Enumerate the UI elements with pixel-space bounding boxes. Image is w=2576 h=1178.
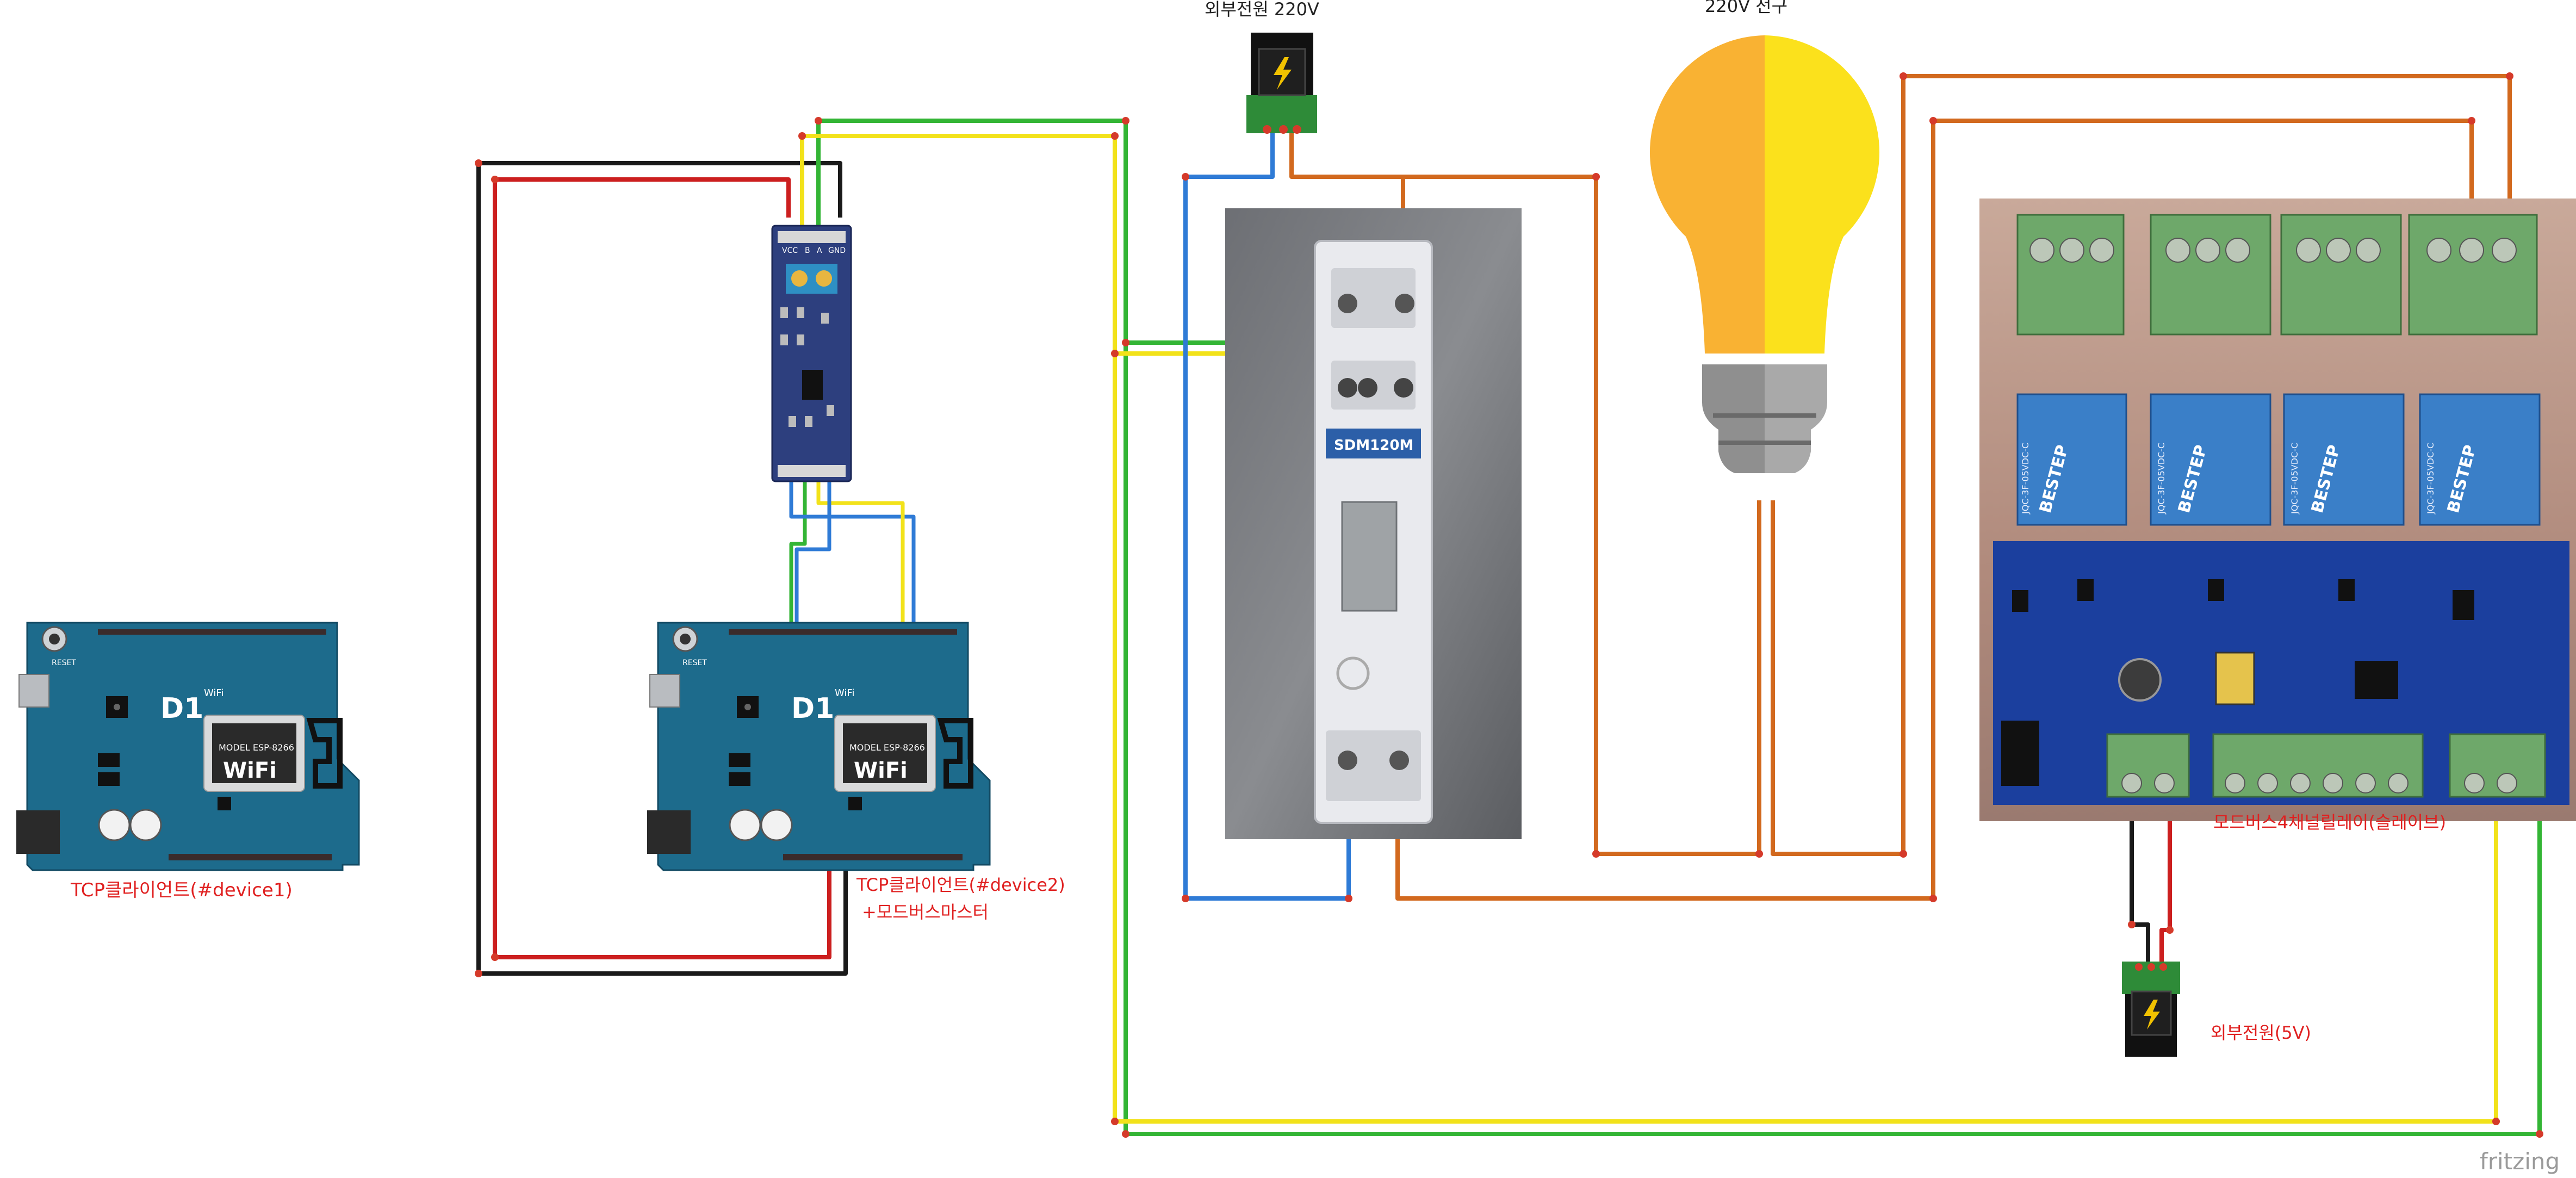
wire-green-rs485 [816,119,2542,1136]
power-jack-220v [1246,33,1317,134]
wire-red-5v [2159,772,2172,965]
d1-board-device2: RESET D1 WiFi MODEL ESP-8266 WiFi [647,622,991,871]
light-bulb [1649,35,1880,473]
wire-orange-lamp-relay [1771,74,2512,856]
d1-wifi-mark-2: WiFi [835,687,854,699]
device1-label: TCP클라이언트(#device1) [70,879,293,901]
energy-meter: SDM120M [1225,208,1522,839]
wire-blue-ro [794,479,831,631]
power-5v-label: 외부전원(5V) [2211,1022,2311,1043]
rs485-module: VCC B A GND [771,225,852,482]
reset-label-2: RESET [682,659,707,667]
power-220-label: 외부전원 220V [1205,0,1319,20]
relay-board: BESTEP BESTEP BESTEP BESTEP JQC-3F-05VDC… [1979,199,2576,821]
wire-black-5v [2130,772,2150,965]
esp-wifi-label: WiFi [223,758,277,783]
device2-label-line1: TCP클라이언트(#device2) [856,875,1065,895]
d1-board-device1: RESET D1 WiFi MODEL ESP-8266 WiFi [16,622,360,871]
esp-model-label-2: MODEL ESP-8266 [849,742,925,753]
wire-joints [475,72,2543,1138]
power-jack-5v [2122,962,2180,1057]
rs485-pin-b: B [805,246,810,255]
esp-wifi-label-2: WiFi [854,758,908,783]
rs485-pin-vcc: VCC [782,246,798,255]
meter-model: SDM120M [1334,437,1413,454]
relay-label: 모드버스4채널릴레이(슬레이브) [2213,812,2446,833]
d1-logo-2: D1 [791,692,834,725]
d1-logo: D1 [160,692,203,725]
bulb-label: 220V 전구 [1705,0,1787,16]
rs485-pin-a: A [817,246,822,255]
rs485-pin-gnd: GND [828,246,846,255]
wire-orange-meter-out [1395,119,2474,901]
wire-red-vcc-loop [493,177,831,959]
wire-yellow-rs485 [800,134,2498,1124]
relay4-model: JQC-3F-05VDC-C [2425,443,2436,514]
fritzing-watermark: fritzing [2480,1148,2560,1175]
wire-black-vcc-loop [476,161,848,976]
wire-blue-neutral [1183,131,1351,901]
wire-blue-di [789,479,916,631]
relay1-model: JQC-3F-05VDC-C [2020,443,2031,514]
reset-label: RESET [52,659,76,667]
relay2-model: JQC-3F-05VDC-C [2156,443,2167,514]
esp-model-label: MODEL ESP-8266 [219,742,294,753]
d1-wifi-mark: WiFi [204,687,224,699]
relay3-model: JQC-3F-05VDC-C [2289,443,2300,514]
device2-label-line2: +모드버스마스터 [862,902,989,922]
wire-green-rx [789,479,807,631]
wire-yellow-re [816,479,905,631]
